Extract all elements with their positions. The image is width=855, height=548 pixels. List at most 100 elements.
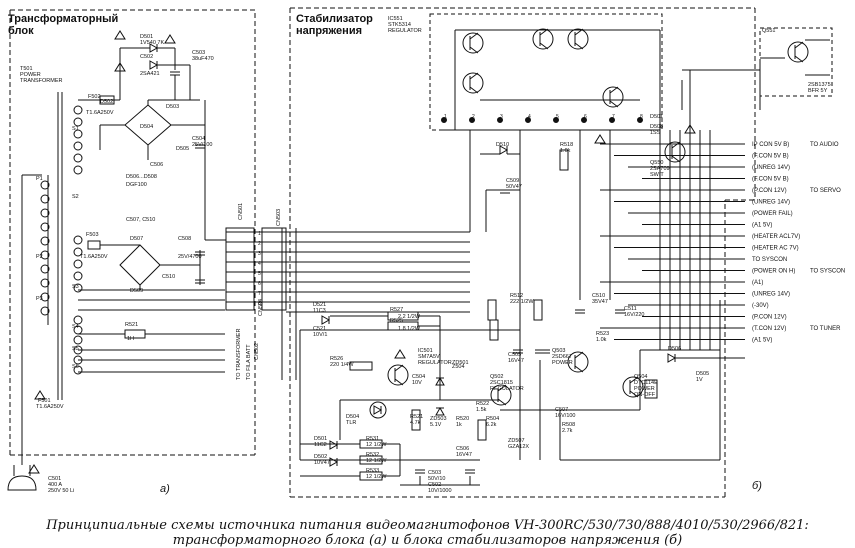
component-label-R518v: 1.0k	[560, 148, 571, 154]
output-label-10: (HEATER AC 7V)	[752, 246, 799, 252]
component-label-T501: T501	[20, 66, 33, 72]
schematic-labels: IP CON 5V B)TO AUDIO(F.CON 5V B)(UNREG 1…	[20, 16, 845, 494]
warning-triangle-icon	[684, 124, 696, 134]
component-label-D505b: D505	[696, 371, 709, 377]
transistor-ic-q2	[532, 28, 554, 50]
component-label-C505: C505	[508, 352, 521, 358]
component-label-C521: C521	[313, 326, 326, 332]
connector-pin-3: 3	[258, 251, 261, 257]
component-label-C503v: 38uF470	[192, 56, 214, 62]
component-label-D508v: 1SS	[650, 130, 661, 136]
component-label-R531v: 12 1/2W	[366, 442, 387, 448]
output-label-12: (POWER ON H)	[752, 269, 795, 275]
test-point	[553, 117, 559, 123]
secondary-coil	[73, 117, 83, 127]
component-label-CN501: CN501	[238, 203, 244, 220]
component-label-D504b: D504	[346, 414, 359, 420]
resistor-r521b	[411, 409, 421, 431]
component-label-C508v: 25V/4700	[178, 254, 202, 260]
component-label-D502cv: 10V47	[314, 460, 330, 466]
led-d504	[369, 401, 387, 419]
secondary-coil	[73, 165, 83, 175]
component-label-C502: C502	[140, 54, 153, 60]
component-label-Q502v: 2SC1815	[490, 380, 513, 386]
output-target-17: TO TUNER	[810, 326, 841, 332]
component-label-F502v: T1.6A250V	[86, 110, 114, 116]
component-label-CN503: CN503	[276, 209, 282, 226]
component-label-F501v: T1.6A250V	[36, 404, 64, 410]
component-label-D506b: D506	[668, 346, 681, 352]
output-label-18: (A1 5V)	[752, 338, 772, 344]
component-label-R526v: 220 1/4W	[330, 362, 354, 368]
transformer-coil	[40, 264, 50, 274]
secondary-coil	[73, 141, 83, 151]
component-label-R526: R526	[330, 356, 343, 362]
component-label-D510: D510	[496, 142, 509, 148]
test-point	[581, 117, 587, 123]
transformer-coil	[40, 250, 50, 260]
component-label-CN502: CN502	[254, 343, 260, 360]
diode-d502c	[329, 457, 339, 467]
component-label-Z504: Z504	[452, 364, 465, 370]
component-label-D502c: D502	[314, 454, 327, 460]
block-a-title-line2: блок	[8, 25, 34, 37]
transistor-ic501	[394, 364, 404, 386]
block-a-title-line1: Трансформаторный	[8, 13, 119, 25]
pin-number-2: 2	[472, 114, 475, 120]
component-label-R533v: 12 1/2W	[366, 474, 387, 480]
output-label-6: (UNREG 14V)	[752, 200, 790, 206]
component-label-Q551v: 2SB1375	[808, 82, 831, 88]
component-label-S5: S5	[72, 346, 79, 352]
component-label-Q502r: REGULATOR	[490, 386, 524, 392]
component-label-Q502: Q502	[490, 374, 503, 380]
connector-cn501	[225, 227, 255, 311]
component-label-D504bv: TLR	[346, 420, 356, 426]
transformer-coil	[40, 194, 50, 204]
component-label-C504bv: 10V	[412, 380, 422, 386]
component-label-Q503v: 2SD667	[552, 354, 572, 360]
connector-pin-4: 4	[258, 261, 261, 267]
diode-d501c	[329, 440, 339, 450]
resistor-r518	[559, 149, 569, 171]
component-label-S3: S3	[72, 284, 79, 290]
component-label-D506: D506...D508	[126, 174, 157, 180]
component-label-IC501: IC501	[418, 348, 433, 354]
diode-d501b	[321, 315, 331, 325]
transformer-coil	[40, 208, 50, 218]
test-point	[609, 117, 615, 123]
component-label-C521v: 10V/1	[313, 332, 327, 338]
component-label-C511v: 16V/220	[624, 312, 645, 318]
panel-a-label: a)	[160, 483, 170, 495]
component-label-D521v: 11C3	[313, 308, 326, 314]
pin-number-8: 8	[640, 114, 643, 120]
component-label-C506: C506	[150, 162, 163, 168]
component-label-C502cv: 10V/1000	[428, 488, 452, 494]
component-label-to-main: TO TRANSFORMER	[236, 329, 242, 380]
output-label-16: (P.CON 12V)	[752, 315, 787, 321]
diode-d506	[667, 353, 677, 363]
transistor-q551	[787, 41, 809, 63]
transistor-ic-q5	[469, 72, 479, 94]
transistor-q550	[664, 141, 686, 163]
component-label-F503v: T1.6A250V	[80, 254, 108, 260]
component-label-C507v: 16V/100	[555, 413, 576, 419]
connector-pin-7: 7	[258, 291, 261, 297]
component-label-D509: D509	[130, 288, 143, 294]
diode-d504	[373, 405, 383, 415]
output-label-4: (F.CON 5V B)	[752, 177, 789, 183]
component-label-Q504v: DTC114E	[634, 380, 658, 386]
component-label-C502c: C502	[428, 482, 441, 488]
secondary-coil	[73, 259, 83, 269]
component-label-R521bv: 4.7k	[410, 420, 421, 426]
warning-triangle-icon	[114, 62, 126, 72]
output-label-1: IP CON 5V B)	[752, 142, 789, 148]
component-label-D501b: D501	[650, 114, 663, 120]
resistor-r532	[359, 455, 383, 465]
test-point	[441, 117, 447, 123]
transistor-ic-q3	[574, 28, 584, 50]
warning-triangle-icon	[34, 390, 46, 400]
transistor-ic501	[387, 364, 409, 386]
component-label-R532v: 12 1/2W	[366, 458, 387, 464]
component-label-C503c: C503	[428, 470, 441, 476]
transistor-q502	[490, 384, 512, 406]
